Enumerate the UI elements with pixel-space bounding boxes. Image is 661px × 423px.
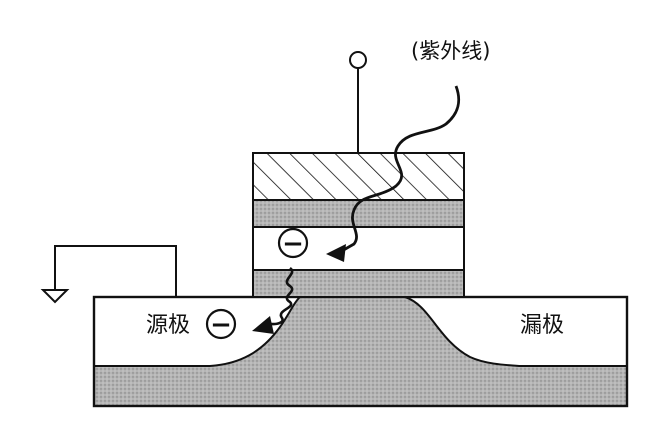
electron-symbol: −	[282, 229, 304, 259]
gate-terminal	[349, 51, 367, 153]
channel-region	[210, 297, 520, 366]
electron-icon	[205, 308, 237, 340]
gate-oxide	[252, 269, 465, 298]
electron-icon	[277, 227, 309, 259]
drain-region-boundary	[404, 296, 627, 367]
electron-symbol: −	[210, 310, 232, 340]
drain-label: 漏极	[520, 313, 564, 338]
tunneling-arrow	[252, 266, 294, 334]
gate-stack	[252, 152, 465, 298]
floating-gate-electron: −	[277, 227, 309, 259]
source-ground	[40, 245, 177, 304]
uv-label: (紫外线)	[411, 39, 490, 63]
ground-icon	[40, 289, 70, 304]
source-region-boundary	[94, 296, 301, 367]
substrate	[94, 366, 627, 406]
source-label: 源极	[146, 313, 190, 338]
terminal-icon	[349, 51, 367, 69]
uv-arrow-icon	[326, 85, 461, 262]
control-gate	[252, 152, 465, 201]
source-electron: −	[205, 308, 237, 340]
